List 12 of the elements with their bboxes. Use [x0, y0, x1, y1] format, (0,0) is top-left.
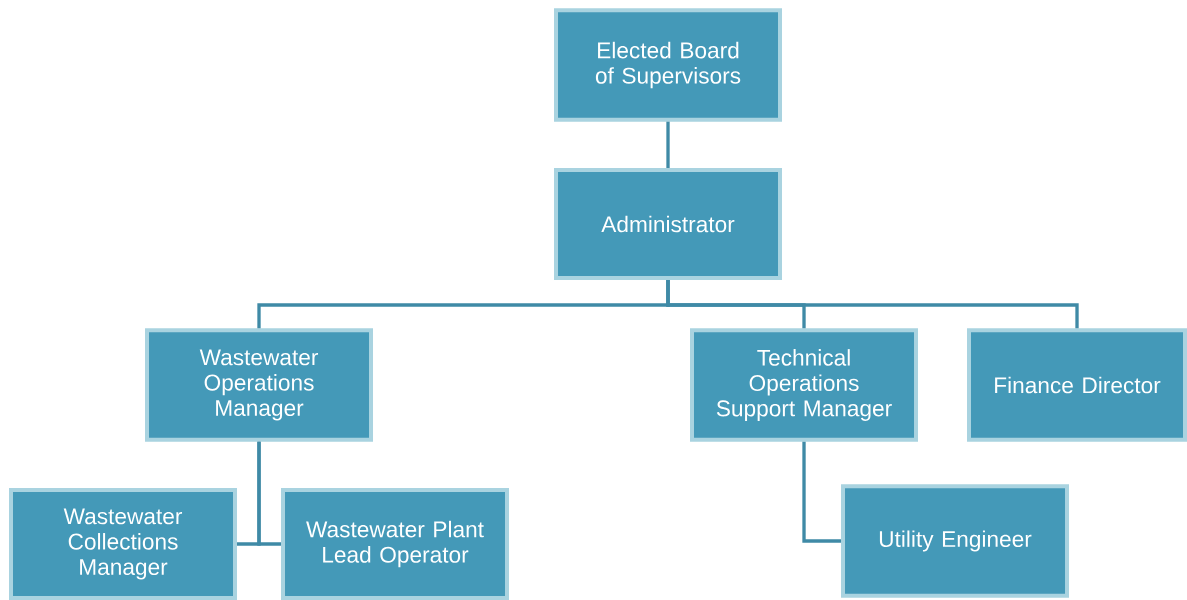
org-box: Elected Board of Supervisors [554, 8, 782, 122]
org-box: Wastewater Collections Manager [9, 488, 237, 600]
org-box: Administrator [554, 168, 782, 280]
org-box: Finance Director [967, 328, 1187, 442]
connector-line [666, 121, 670, 168]
org-box: Technical Operations Support Manager [690, 328, 918, 442]
org-box: Wastewater Operations Manager [145, 328, 373, 442]
org-box: Utility Engineer [841, 484, 1069, 598]
connector-line [257, 441, 281, 546]
org-box: Wastewater Plant Lead Operator [281, 488, 509, 600]
connector-line [802, 441, 841, 543]
connector-line [666, 280, 1079, 329]
